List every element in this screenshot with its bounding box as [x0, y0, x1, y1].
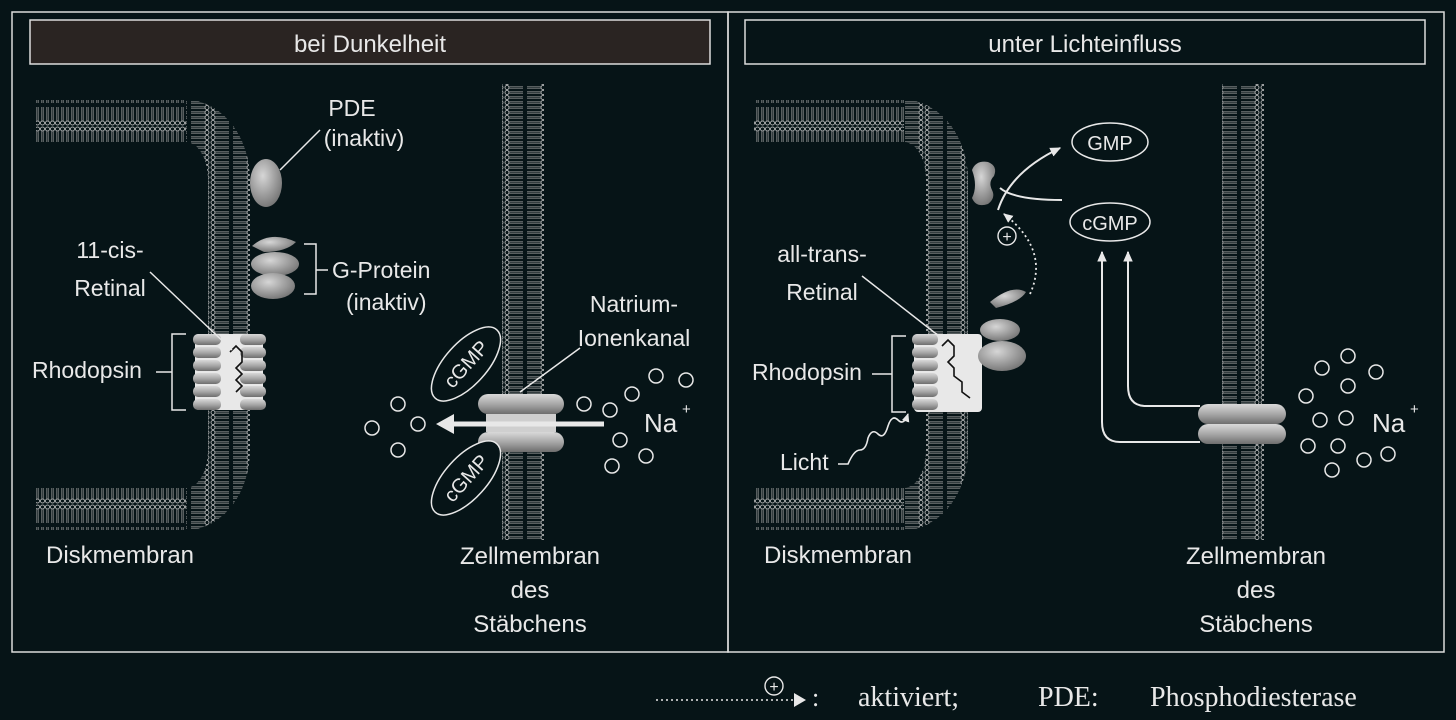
cell-membrane-label-line2: des: [511, 577, 550, 604]
pde-label-line1: PDE: [328, 95, 375, 121]
channel-label-line2: Ionenkanal: [578, 325, 691, 351]
rhodopsin-bracket: [156, 333, 186, 411]
panel-title-bar: [744, 19, 1426, 65]
legend-activated: aktiviert;: [858, 682, 959, 713]
cgmp-release-arrow-1: [1097, 250, 1200, 443]
pde-pointer-line: [279, 129, 321, 171]
g-protein-label-line2: (inaktiv): [346, 289, 427, 315]
rhodopsin-protein-activated: [912, 334, 982, 412]
g-protein-active: [978, 289, 1026, 371]
panel-title-bar: [29, 19, 711, 65]
g-protein-inactive: [251, 236, 299, 299]
sodium-channel-closed: [1198, 404, 1286, 444]
disk-membrane-label: Diskmembran: [46, 542, 194, 569]
channel-pointer-line: [519, 347, 581, 393]
g-protein-label-line1: G-Protein: [332, 257, 430, 283]
cgmp-label: cGMP: [1082, 213, 1138, 235]
rhodopsin-label: Rhodopsin: [32, 357, 142, 383]
cell-membrane-label-line3: Stäbchens: [1199, 611, 1312, 638]
gmp-arrow: [997, 147, 1062, 211]
panel-title: unter Lichteinfluss: [988, 31, 1181, 58]
cell-membrane: [502, 84, 544, 540]
activation-plus-circle: [997, 226, 1017, 246]
pde-label-line2: (inaktiv): [324, 125, 405, 151]
panel-dark: bei Dunkelheit PDE (inaktiv: [11, 11, 729, 653]
legend-colon: :: [812, 683, 819, 712]
legend-pde-abbr: PDE:: [1038, 682, 1099, 713]
retinal-label-line2: Retinal: [74, 275, 146, 301]
trans-retinal-structure: [941, 338, 971, 399]
sodium-charge: +: [682, 401, 691, 418]
g-protein-bracket: [304, 243, 328, 295]
cgmp-conversion-line: [999, 187, 1063, 201]
sodium-charge: +: [1410, 401, 1419, 418]
activation-dotted-arrow: [1003, 213, 1037, 295]
retinal-pointer-line: [861, 275, 945, 341]
light-wave-arrow: [838, 413, 910, 465]
disk-membrane-label: Diskmembran: [764, 542, 912, 569]
pde-inactive-shape: [250, 159, 282, 207]
legend-plus-circle: [764, 676, 784, 696]
gmp-label: GMP: [1087, 133, 1133, 155]
rhodopsin-bracket: [872, 335, 906, 413]
cgmp-release-arrow-2: [1123, 250, 1200, 407]
light-label: Licht: [780, 449, 829, 475]
cell-membrane-label-line1: Zellmembran: [1186, 543, 1326, 570]
cell-membrane-label-line2: des: [1237, 577, 1276, 604]
panel-title: bei Dunkelheit: [294, 31, 446, 58]
channel-label-line1: Natrium-: [590, 291, 678, 317]
rhodopsin-label: Rhodopsin: [752, 359, 862, 385]
pde-active-shape: [972, 161, 996, 206]
retinal-label-line1: all-trans-: [777, 241, 866, 267]
retinal-label-line1: 11-cis-: [76, 237, 143, 263]
gmp-ellipse: [1071, 122, 1149, 162]
disk-membrane: [36, 100, 250, 530]
retinal-label-line2: Retinal: [786, 279, 858, 305]
cis-retinal-structure: [229, 344, 244, 393]
sodium-label: Na: [1372, 408, 1406, 438]
panel-light: unter Lichteinfluss: [727, 11, 1445, 653]
sodium-ions-dark: [364, 368, 694, 474]
sodium-label: Na: [644, 408, 678, 438]
cell-membrane: [1222, 84, 1264, 540]
legend: + : aktiviert; PDE: Phosphodiesterase: [656, 676, 1357, 713]
legend-pde-full: Phosphodiesterase: [1150, 682, 1357, 713]
cgmp-ellipse: [1069, 202, 1151, 242]
legend-arrowhead: [794, 693, 806, 707]
retinal-pointer-line: [149, 271, 233, 351]
panel-frame: [727, 11, 1445, 653]
legend-plus: +: [769, 679, 778, 696]
rhodopsin-protein: [193, 334, 266, 410]
sodium-channel-open: [478, 394, 564, 452]
sodium-influx-arrowhead: [436, 414, 454, 434]
activation-plus: +: [1002, 229, 1011, 246]
cell-membrane-label-line3: Stäbchens: [473, 611, 586, 638]
sodium-ions-light: [1298, 348, 1396, 478]
cell-membrane-label-line1: Zellmembran: [460, 543, 600, 570]
